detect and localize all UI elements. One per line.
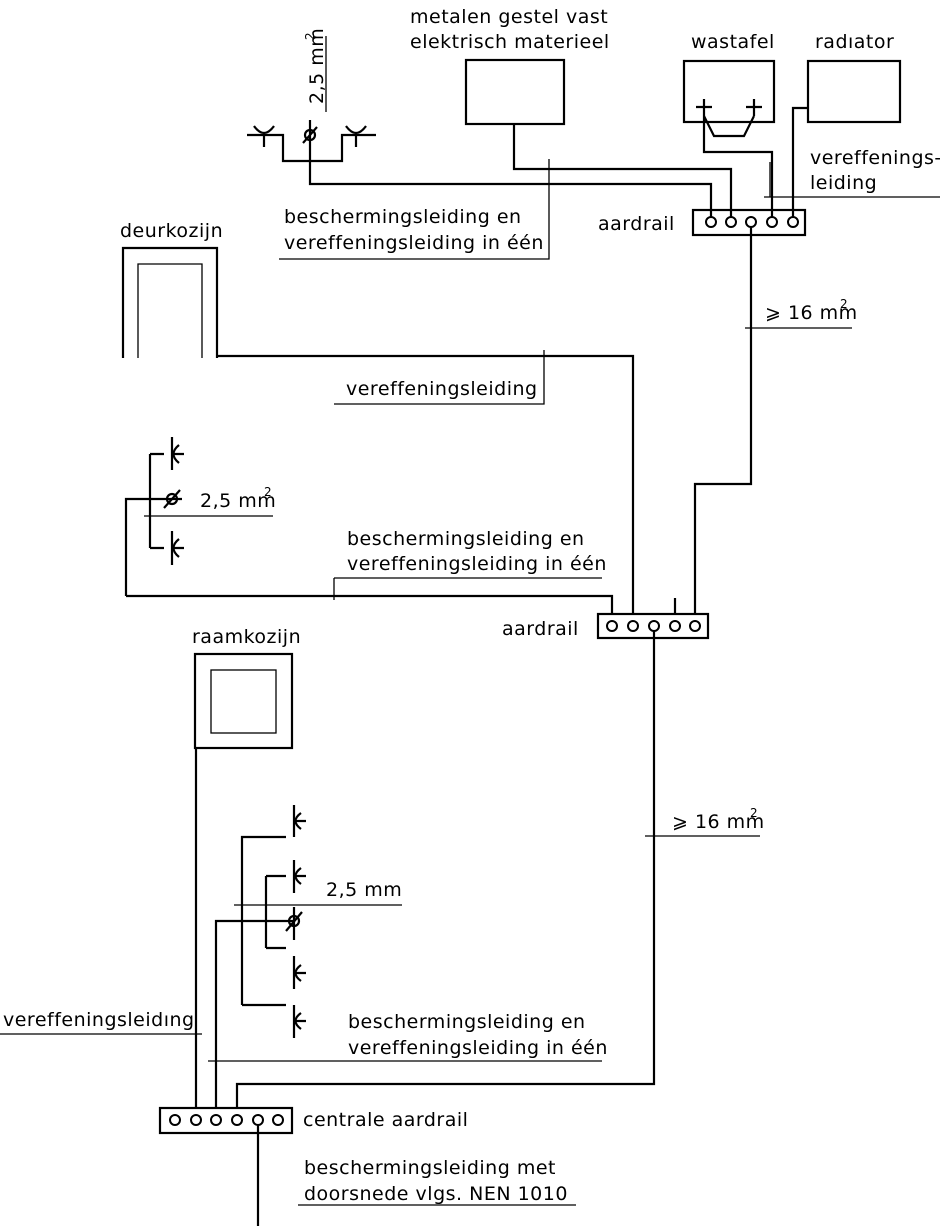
wire-sockets-to-mid-rail	[126, 594, 614, 617]
label-cross-section-top: 2,5 mm 2	[303, 28, 328, 104]
label-combined-mid-1: beschermingsleiding en	[347, 528, 585, 550]
label-cross-section-low: 2,5 mm	[326, 879, 402, 901]
door-frame	[121, 246, 219, 358]
label-earth-rail-mid: aardrail	[502, 618, 579, 640]
label-protective-2: doorsnede vlgs. NEN 1010	[304, 1183, 568, 1205]
socket-group-top	[247, 120, 376, 163]
central-earth-rail	[158, 1106, 294, 1135]
label-cross-section-mid: 2,5 mm	[200, 490, 276, 512]
wire-mid-rail-to-central	[235, 631, 656, 1117]
label-combined-top-2: vereffeningsleiding in één	[284, 232, 544, 254]
label-equalizing-mid: vereffeningsleiding	[346, 378, 538, 400]
wire-sockets-to-top-rail	[308, 161, 713, 217]
socket-group-low	[214, 805, 306, 1117]
leader-combined-top	[279, 159, 550, 260]
leader-equalizing-mid	[334, 350, 545, 405]
radiator-box	[806, 59, 902, 124]
label-earth-rail-top: aardrail	[598, 213, 675, 235]
window-frame-inner	[210, 669, 277, 734]
leader-combined-mid	[333, 577, 602, 600]
wire-radiator-to-top-rail	[791, 106, 808, 217]
earth-rail-top-terminals	[705, 216, 799, 228]
wire-top-rail-to-mid-rail	[693, 227, 753, 614]
label-combined-top-1: beschermingsleiding en	[284, 206, 522, 228]
label-min-section-1: ⩾ 16 mm	[765, 302, 858, 324]
wire-washbasin-to-top-rail	[702, 116, 774, 217]
washbasin-box	[682, 59, 776, 124]
label-cross-section-top-text: 2,5 mm	[306, 28, 328, 104]
door-frame-inner	[137, 263, 203, 358]
label-combined-low-1: beschermingsleiding en	[348, 1011, 586, 1033]
socket-group-mid	[124, 437, 184, 596]
earth-rail-mid-terminals	[606, 620, 701, 632]
window-frame	[193, 652, 294, 750]
label-central-rail: centrale aardrail	[303, 1109, 468, 1131]
washbasin-taps	[696, 99, 762, 138]
label-equalizing-top-1: vereffenings-	[810, 147, 940, 169]
label-min-section-2: ⩾ 16 mm	[672, 811, 765, 833]
label-combined-mid-2: vereffeningsleiding in één	[347, 553, 607, 575]
metal-frame-box	[464, 58, 566, 126]
label-equalizing-bottom: vereffeningsleidıng	[3, 1009, 195, 1031]
label-washbasin: wastafel	[691, 31, 775, 53]
label-combined-low-2: vereffeningsleiding in één	[348, 1037, 608, 1059]
label-min-section-1-exp: 2	[840, 297, 848, 311]
label-door-frame: deurkozijn	[120, 220, 223, 242]
label-window-frame: raamkozijn	[192, 626, 301, 648]
leader-equalizing-top	[764, 162, 805, 198]
label-metal-frame-1: metalen gestel vast	[410, 6, 608, 28]
wire-frame-to-top-rail	[512, 124, 733, 217]
label-cross-section-top-exp: 2	[303, 32, 317, 40]
label-radiator: radıator	[815, 31, 894, 53]
label-metal-frame-2: elektrisch materieel	[410, 31, 610, 53]
label-cross-section-mid-exp: 2	[264, 485, 272, 499]
wire-door-to-mid-rail	[217, 354, 635, 617]
label-min-section-2-exp: 2	[750, 806, 758, 820]
label-protective-1: beschermingsleiding met	[304, 1157, 556, 1179]
label-equalizing-top-2: leiding	[810, 172, 877, 194]
